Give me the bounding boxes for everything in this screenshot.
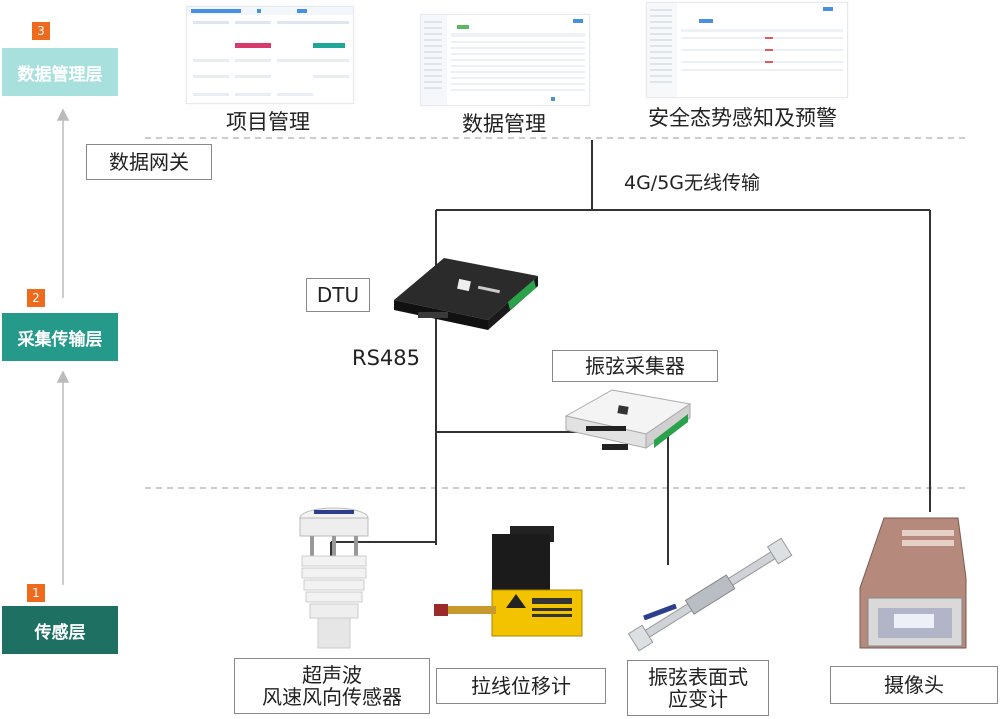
strain-gauge-label-line1: 振弦表面式 [648,665,748,689]
layer-data-management: 数据管理层 [2,48,118,96]
project-management-screenshot [186,6,354,104]
weather-sensor-label: 超声波 风速风向传感器 [234,658,430,714]
layer-collection-transmission: 采集传输层 [2,313,118,361]
strain-gauge-label: 振弦表面式 应变计 [627,660,769,716]
layer-sensing: 传感层 [2,606,118,654]
platform-data-label: 数据管理 [462,112,546,136]
dtu-device-icon [394,258,538,330]
collector-device-icon [564,389,692,450]
rs485-label: RS485 [352,346,421,370]
layer-3-number: 3 [32,22,50,40]
camera-icon [859,517,967,649]
transmission-label: 4G/5G无线传输 [624,172,761,194]
gateway-label: 数据网关 [86,144,212,180]
platform-project-label: 项目管理 [226,110,310,134]
strain-gauge-icon [627,537,793,652]
strain-gauge-label-line2: 应变计 [668,687,728,711]
layer-2-number: 2 [27,289,45,307]
data-management-screenshot [420,14,590,106]
displacement-label: 拉线位移计 [436,668,606,704]
platform-safety-label: 安全态势感知及预警 [648,106,837,130]
displacement-sensor-icon [434,526,583,637]
camera-label: 摄像头 [830,666,998,704]
weather-sensor-icon [299,507,369,649]
dtu-label: DTU [306,278,370,312]
weather-sensor-label-line2: 风速风向传感器 [262,685,402,709]
safety-warning-screenshot [646,2,848,98]
weather-sensor-label-line1: 超声波 [302,663,362,687]
collector-label: 振弦采集器 [552,350,718,382]
layer-1-number: 1 [27,584,45,602]
